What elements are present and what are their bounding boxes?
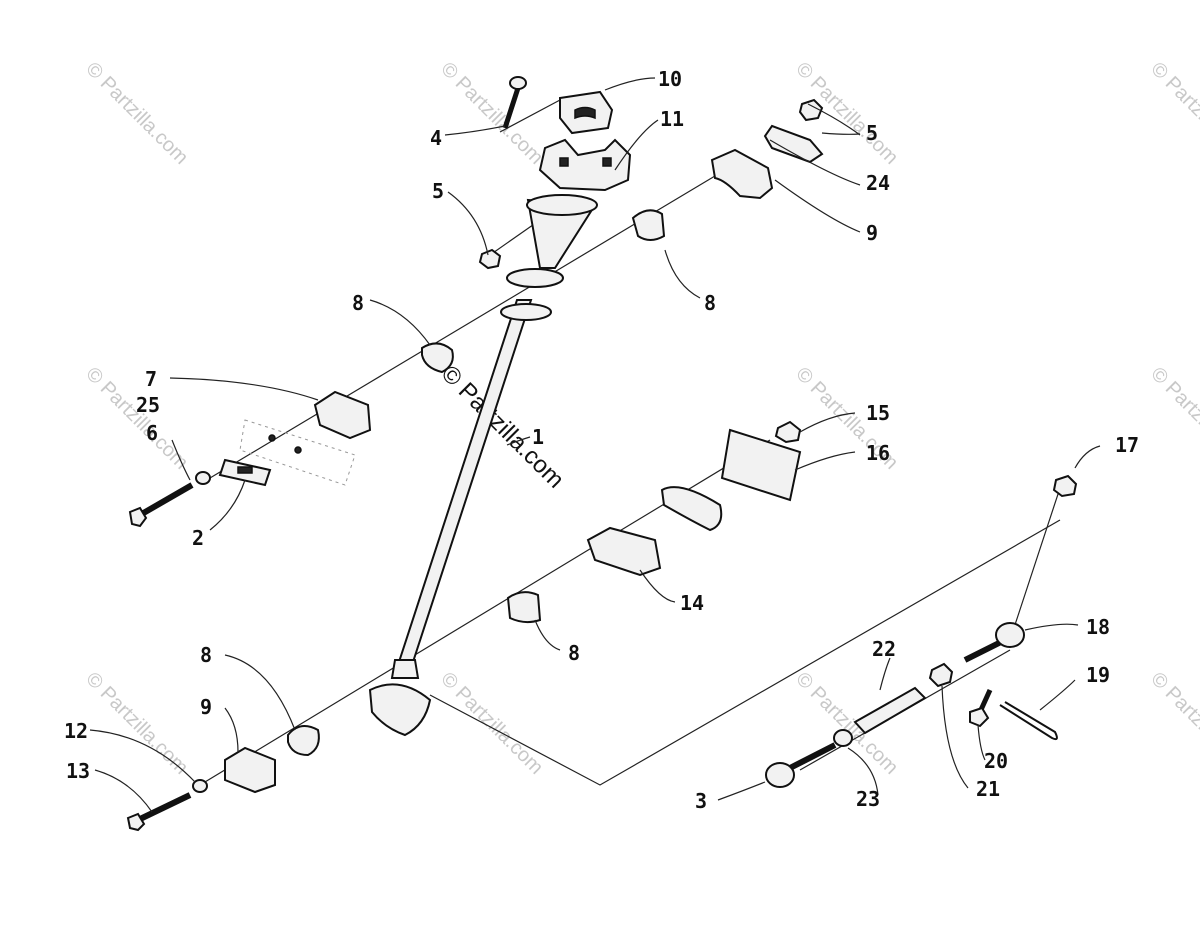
callout-6: 6	[146, 421, 158, 445]
watermark-text: © Partzilla.com	[1146, 58, 1200, 169]
bolt-part-20	[969, 688, 993, 728]
callout-8b: 8	[704, 291, 716, 315]
nut-part-5b	[798, 98, 824, 122]
callout-9b: 9	[200, 695, 212, 719]
nut-part-17	[1052, 474, 1078, 498]
watermark-text: © Partzilla.com	[81, 363, 192, 474]
callout-18: 18	[1086, 615, 1110, 639]
callout-9a: 9	[866, 221, 878, 245]
watermark-text: © Partzilla.com	[1146, 363, 1200, 474]
tie-rod-line	[429, 519, 1061, 786]
bearing-block-part-9a	[710, 148, 774, 200]
block-part-14	[586, 526, 662, 577]
tie-rod-line-2	[1009, 487, 1061, 641]
steering-arm-plate	[660, 486, 723, 532]
callout-12: 12	[64, 719, 88, 743]
bushing-part-8c	[506, 591, 542, 624]
plate-part-24	[763, 124, 824, 164]
watermark-text: © Partzilla.com	[436, 58, 547, 169]
washer-part-12	[192, 779, 208, 793]
callout-2: 2	[192, 526, 204, 550]
callout-1: 1	[532, 425, 544, 449]
callout-5a: 5	[432, 179, 444, 203]
callout-11: 11	[660, 107, 684, 131]
bolt-part-4	[502, 76, 527, 129]
callout-5b: 5	[866, 121, 878, 145]
nut-part-5a	[478, 248, 502, 270]
bushing-part-8d	[287, 725, 320, 757]
mount-plate-outline	[239, 419, 356, 486]
watermark-text: © Partzilla.com	[81, 58, 192, 169]
callout-8c: 8	[568, 641, 580, 665]
steering-post-part	[368, 194, 598, 737]
leader-lines	[89, 77, 1101, 813]
tie-rod-end-part-18	[963, 622, 1025, 663]
callout-10: 10	[658, 67, 682, 91]
cotter-pin-part-19	[999, 701, 1058, 741]
bolt-part-6	[128, 482, 194, 528]
callout-15: 15	[866, 401, 890, 425]
watermark-text: © Partzilla.com	[436, 668, 547, 779]
mount-hole	[294, 446, 302, 454]
callout-7: 7	[145, 367, 157, 391]
parts	[126, 76, 1078, 832]
plate-part-2	[218, 458, 272, 487]
callout-25: 25	[136, 393, 160, 417]
ball-joint-part-3	[765, 742, 837, 788]
callout-16: 16	[866, 441, 890, 465]
callout-21: 21	[976, 777, 1000, 801]
nut-part-15	[774, 420, 802, 444]
watermark-text: © Partzilla.com	[791, 668, 902, 779]
washer-part-25	[195, 471, 211, 485]
callouts: 1 2 3 4 5 5 6 7 8 8 8 8 9 9 10 11 12 13 …	[64, 67, 1139, 813]
bushing-part-8a	[631, 209, 666, 241]
block-part-7	[313, 390, 372, 440]
mount-hole	[268, 434, 276, 442]
callout-22: 22	[872, 637, 896, 661]
callout-14: 14	[680, 591, 704, 615]
callout-4: 4	[430, 126, 442, 150]
callout-19: 19	[1086, 663, 1110, 687]
sleeve-part-22	[853, 686, 927, 735]
callout-23: 23	[856, 787, 880, 811]
bearing-block-part-9b	[224, 746, 276, 794]
callout-13: 13	[66, 759, 90, 783]
cap-part-10	[559, 90, 614, 135]
bolt-part-13	[126, 792, 192, 832]
watermark-text: © Partzilla.com	[81, 668, 192, 779]
nut-part-21	[928, 662, 954, 688]
callout-17: 17	[1115, 433, 1139, 457]
plate-part-16	[720, 428, 802, 502]
assembly-lines	[199, 99, 1061, 786]
washer-part-23	[833, 729, 853, 747]
watermark-group: © Partzilla.com © Partzilla.com © Partzi…	[81, 58, 1200, 779]
callout-8a: 8	[352, 291, 364, 315]
callout-20: 20	[984, 749, 1008, 773]
clamp-part-11	[538, 138, 632, 192]
bolt-axis-line	[499, 99, 561, 133]
bushing-part-8b	[421, 342, 454, 374]
callout-24: 24	[866, 171, 890, 195]
watermark-text: © Partzilla.com	[1146, 668, 1200, 779]
callout-3: 3	[695, 789, 707, 813]
callout-8d: 8	[200, 643, 212, 667]
